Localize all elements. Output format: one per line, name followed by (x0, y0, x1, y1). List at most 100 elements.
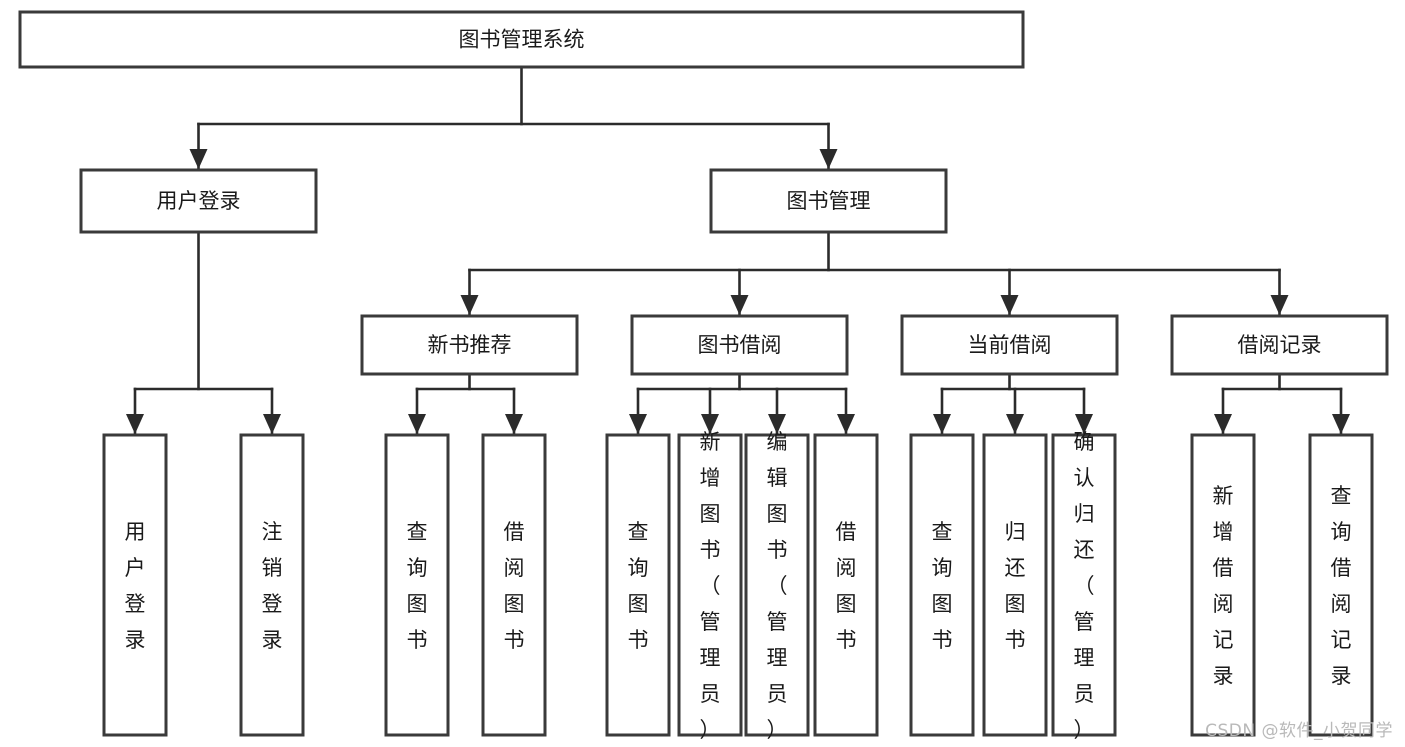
node-leaf-logout-label-char: 销 (262, 556, 283, 580)
node-book-manage-rect[interactable] (709, 168, 948, 234)
node-leaf-logout-label-char: 登 (262, 592, 283, 616)
edge-group-book-manage (460, 230, 1289, 316)
node-leaf-query-book-2-rect[interactable] (605, 433, 671, 737)
node-leaf-add-record-label-char: 阅 (1213, 592, 1234, 616)
node-leaf-confirm-return-label-char: 管 (1074, 610, 1095, 634)
node-leaf-logout-label-char: 注 (262, 520, 283, 544)
node-user-login[interactable]: 用户登录 (79, 168, 318, 234)
edge-group-current-borrow (933, 372, 1093, 435)
node-leaf-add-record-rect[interactable] (1190, 433, 1256, 737)
node-leaf-add-book-label-char: 新 (700, 430, 721, 454)
node-leaf-edit-book-label-char: 编 (767, 430, 788, 454)
node-leaf-add-record-label-char: 新 (1213, 484, 1234, 508)
node-root-rect[interactable] (18, 10, 1025, 69)
node-current-borrow[interactable]: 当前借阅 (900, 314, 1119, 376)
node-leaf-borrow-book-1-rect[interactable] (481, 433, 547, 737)
node-leaf-borrow-book-2-label-char: 借 (836, 520, 857, 544)
node-leaf-add-book-label-char: 管 (700, 610, 721, 634)
node-current-borrow-label: 当前借阅 (968, 333, 1052, 357)
node-leaf-add-book-label-char: 书 (700, 538, 721, 562)
node-leaf-query-book-1-label-char: 图 (407, 592, 428, 616)
node-leaf-confirm-return-label-char: ） (1074, 718, 1095, 742)
node-leaf-return-book-label-char: 归 (1005, 520, 1026, 544)
node-leaf-borrow-book-1-label-char: 阅 (504, 556, 525, 580)
node-leaf-query-book-1-label-char: 询 (407, 556, 428, 580)
node-leaf-add-book-label-char: 图 (700, 502, 721, 526)
node-new-book-recommend-rect[interactable] (360, 314, 579, 376)
node-leaf-add-book-label-char: 理 (700, 646, 721, 670)
node-root-label: 图书管理系统 (459, 28, 585, 52)
node-borrow-record-rect[interactable] (1170, 314, 1389, 376)
node-leaf-return-book-rect[interactable] (982, 433, 1048, 737)
node-leaf-add-book-label-char: ） (700, 718, 721, 742)
node-book-manage[interactable]: 图书管理 (709, 168, 948, 234)
node-leaf-edit-book-label-char: 辑 (767, 466, 788, 490)
node-leaf-borrow-book-1-label-char: 图 (504, 592, 525, 616)
node-leaf-edit-book-label-char: 书 (767, 538, 788, 562)
node-leaf-confirm-return-rect[interactable] (1051, 433, 1117, 737)
node-leaf-confirm-return-label-char: 归 (1074, 502, 1095, 526)
node-book-borrow[interactable]: 图书借阅 (630, 314, 849, 376)
node-leaf-borrow-book-1-label-char: 书 (504, 628, 525, 652)
node-leaf-query-book-2-label-char: 书 (628, 628, 649, 652)
node-leaf-query-record-label-char: 借 (1331, 556, 1352, 580)
node-leaf-return-book-label-char: 图 (1005, 592, 1026, 616)
node-leaf-add-book-rect[interactable] (677, 433, 743, 737)
node-leaf-query-book-3-label-char: 查 (932, 520, 953, 544)
node-new-book-recommend-label: 新书推荐 (428, 333, 512, 357)
node-root[interactable]: 图书管理系统 (18, 10, 1025, 69)
node-user-login-rect[interactable] (79, 168, 318, 234)
node-leaf-query-record-label-char: 阅 (1331, 592, 1352, 616)
node-leaf-query-book-3-label-char: 询 (932, 556, 953, 580)
node-leaf-query-record-label-char: 记 (1331, 628, 1352, 652)
node-leaf-borrow-book-2-rect[interactable] (813, 433, 879, 737)
node-leaf-user-login[interactable]: 用户登录 (102, 433, 168, 737)
node-leaf-query-record-label-char: 询 (1331, 520, 1352, 544)
node-leaf-query-book-3-label-char: 图 (932, 592, 953, 616)
node-leaf-confirm-return-label-char: （ (1074, 574, 1095, 598)
node-leaf-edit-book-label-char: 图 (767, 502, 788, 526)
node-leaf-logout-rect[interactable] (239, 433, 305, 737)
node-leaf-query-record-label-char: 查 (1331, 484, 1352, 508)
node-leaf-add-record-label-char: 录 (1213, 664, 1234, 688)
node-leaf-edit-book-rect[interactable] (744, 433, 810, 737)
node-leaf-user-login-label-char: 录 (125, 628, 146, 652)
node-leaf-edit-book-label-char: （ (767, 574, 788, 598)
edge-group-borrow-record (1214, 372, 1350, 435)
node-current-borrow-rect[interactable] (900, 314, 1119, 376)
node-leaf-add-record-label-char: 借 (1213, 556, 1234, 580)
node-leaf-confirm-return-label-char: 认 (1074, 466, 1095, 490)
node-leaf-confirm-return-label-char: 理 (1074, 646, 1095, 670)
node-book-borrow-rect[interactable] (630, 314, 849, 376)
node-leaf-query-book-1-rect[interactable] (384, 433, 450, 737)
node-leaf-edit-book-label-char: 理 (767, 646, 788, 670)
node-borrow-record-label: 借阅记录 (1238, 333, 1322, 357)
node-leaf-query-book-2-label-char: 图 (628, 592, 649, 616)
node-leaf-query-record-rect[interactable] (1308, 433, 1374, 737)
node-leaf-borrow-book-2-label-char: 阅 (836, 556, 857, 580)
node-leaf-user-login-label-char: 用 (125, 520, 146, 544)
node-leaf-edit-book-label-char: 管 (767, 610, 788, 634)
node-book-manage-label: 图书管理 (787, 189, 871, 213)
node-leaf-query-book-3-rect[interactable] (909, 433, 975, 737)
node-leaf-add-book-label-char: 增 (700, 466, 721, 490)
node-book-borrow-label: 图书借阅 (698, 333, 782, 357)
node-leaf-user-login-rect[interactable] (102, 433, 168, 737)
node-new-book-recommend[interactable]: 新书推荐 (360, 314, 579, 376)
node-leaf-edit-book-label-char: 员 (767, 682, 788, 706)
node-borrow-record[interactable]: 借阅记录 (1170, 314, 1389, 376)
